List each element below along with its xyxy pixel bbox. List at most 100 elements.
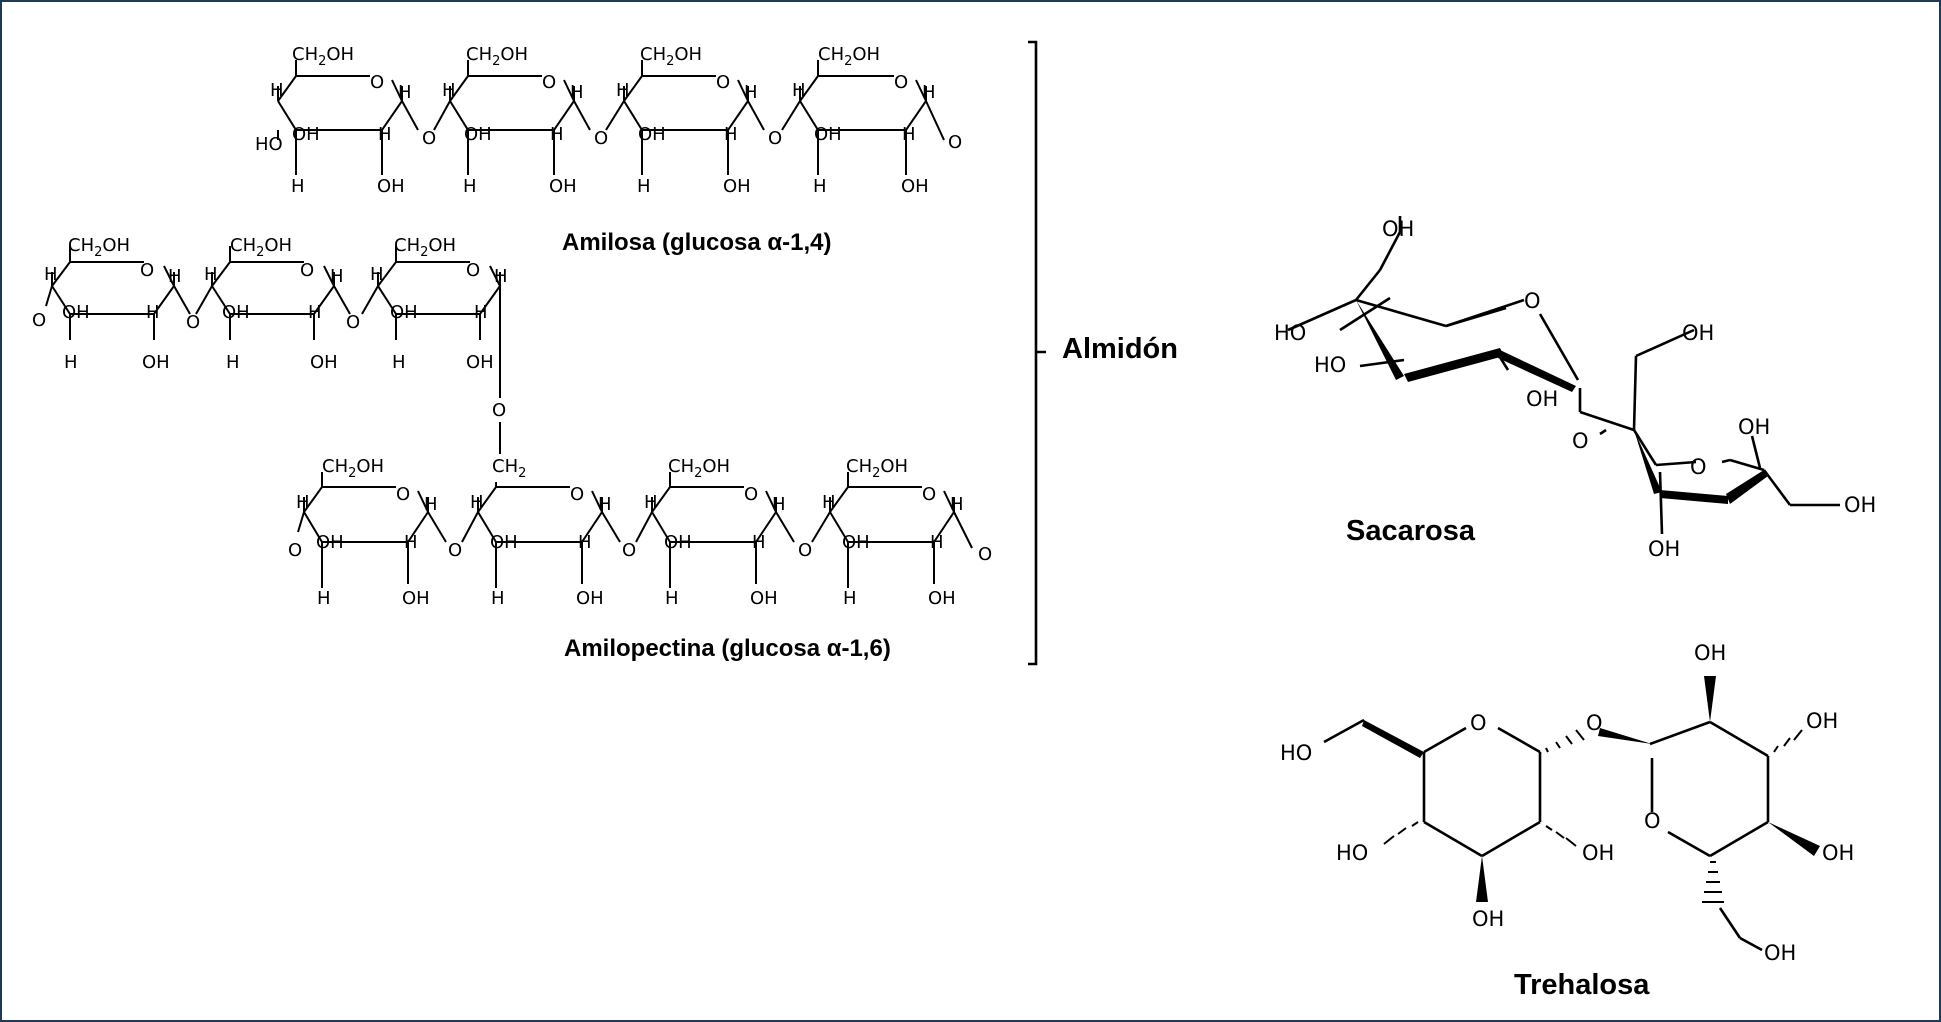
amilopectina-branch: CH2OH CH2OH CH2OH O O O H H H H H H O OH… (32, 235, 526, 481)
svg-text:O: O (768, 128, 782, 149)
svg-text:O: O (594, 128, 608, 149)
amilopectina-chain: CH2OH CH2OH CH2OH O O O O H H H H H H H … (288, 456, 992, 609)
svg-text:OH: OH (1648, 537, 1680, 561)
svg-text:HO: HO (1314, 353, 1346, 377)
svg-text:O: O (140, 260, 154, 281)
svg-text:H: H (644, 492, 658, 513)
svg-text:O: O (570, 484, 584, 505)
svg-text:O: O (716, 72, 730, 93)
svg-text:OH: OH (1806, 709, 1838, 733)
svg-text:CH2OH: CH2OH (466, 44, 528, 69)
svg-text:H: H (168, 266, 182, 287)
svg-text:OH: OH (576, 588, 604, 609)
svg-text:O: O (300, 260, 314, 281)
svg-text:HO: HO (1274, 321, 1306, 345)
svg-text:OH: OH (316, 532, 344, 553)
svg-text:OH: OH (1822, 841, 1854, 865)
svg-text:OH: OH (1472, 907, 1504, 931)
svg-text:H: H (598, 494, 612, 515)
svg-text:CH2OH: CH2OH (322, 456, 384, 481)
svg-text:HO: HO (255, 134, 283, 155)
svg-text:CH2OH: CH2OH (818, 44, 880, 69)
svg-text:H: H (330, 266, 344, 287)
svg-text:OH: OH (842, 532, 870, 553)
svg-text:H: H (270, 80, 284, 101)
svg-text:H: H (64, 352, 78, 373)
svg-text:H: H (463, 176, 477, 197)
svg-text:H: H (491, 588, 505, 609)
svg-text:H: H (822, 492, 836, 513)
svg-text:H: H (146, 302, 160, 323)
svg-text:OH: OH (549, 176, 577, 197)
svg-text:O: O (1470, 711, 1487, 735)
svg-text:H: H (902, 124, 916, 145)
svg-text:H: H (930, 532, 944, 553)
svg-text:O: O (894, 72, 908, 93)
sacarosa-caption: Sacarosa (1346, 515, 1476, 547)
svg-text:OH: OH (1382, 217, 1414, 241)
almidon-bracket (1028, 40, 1046, 666)
svg-text:H: H (724, 124, 738, 145)
svg-text:OH: OH (928, 588, 956, 609)
svg-text:OH: OH (390, 302, 418, 323)
svg-text:O: O (1690, 455, 1707, 479)
trehalosa-structure: HO O HO OH OH O OH OH O OH OH (1280, 641, 1854, 965)
svg-text:CH2: CH2 (492, 456, 526, 481)
svg-text:O: O (1644, 809, 1661, 833)
sacarosa-structure: OH O HO HO OH O OH O OH OH OH (1274, 216, 1876, 561)
svg-text:OH: OH (310, 352, 338, 373)
svg-text:OH: OH (1738, 415, 1770, 439)
trehalosa-caption: Trehalosa (1514, 969, 1650, 1001)
svg-text:CH2OH: CH2OH (640, 44, 702, 69)
svg-text:O: O (448, 540, 462, 561)
svg-text:H: H (744, 82, 758, 103)
svg-text:H: H (378, 124, 392, 145)
svg-text:OH: OH (814, 124, 842, 145)
svg-text:OH: OH (750, 588, 778, 609)
svg-text:H: H (578, 532, 592, 553)
svg-text:H: H (392, 352, 406, 373)
svg-text:H: H (226, 352, 240, 373)
svg-text:OH: OH (402, 588, 430, 609)
svg-text:OH: OH (62, 302, 90, 323)
svg-text:H: H (317, 588, 331, 609)
svg-text:H: H (204, 264, 218, 285)
svg-text:H: H (474, 302, 488, 323)
svg-text:H: H (772, 494, 786, 515)
svg-text:O: O (798, 540, 812, 561)
svg-text:O: O (396, 484, 410, 505)
svg-text:H: H (44, 264, 58, 285)
svg-text:O: O (978, 544, 992, 565)
svg-text:H: H (813, 176, 827, 197)
svg-text:OH: OH (901, 176, 929, 197)
svg-text:O: O (422, 128, 436, 149)
svg-text:H: H (442, 80, 456, 101)
svg-text:OH: OH (1764, 941, 1796, 965)
svg-text:O: O (492, 400, 506, 421)
svg-text:O: O (1586, 711, 1603, 735)
svg-text:H: H (950, 494, 964, 515)
svg-text:H: H (637, 176, 651, 197)
svg-text:CH2OH: CH2OH (394, 235, 456, 260)
svg-text:H: H (470, 492, 484, 513)
svg-text:H: H (424, 494, 438, 515)
svg-text:O: O (922, 484, 936, 505)
svg-text:OH: OH (377, 176, 405, 197)
svg-text:O: O (542, 72, 556, 93)
svg-text:O: O (948, 132, 962, 153)
svg-text:O: O (1524, 289, 1541, 313)
svg-text:H: H (370, 264, 384, 285)
svg-text:HO: HO (1280, 741, 1312, 765)
svg-text:O: O (288, 540, 302, 561)
svg-text:OH: OH (1582, 841, 1614, 865)
svg-text:H: H (843, 588, 857, 609)
svg-text:OH: OH (292, 124, 320, 145)
svg-text:OH: OH (638, 124, 666, 145)
svg-text:H: H (570, 82, 584, 103)
svg-text:H: H (792, 80, 806, 101)
svg-text:OH: OH (1526, 387, 1558, 411)
svg-text:OH: OH (664, 532, 692, 553)
svg-text:O: O (466, 260, 480, 281)
svg-text:O: O (622, 540, 636, 561)
